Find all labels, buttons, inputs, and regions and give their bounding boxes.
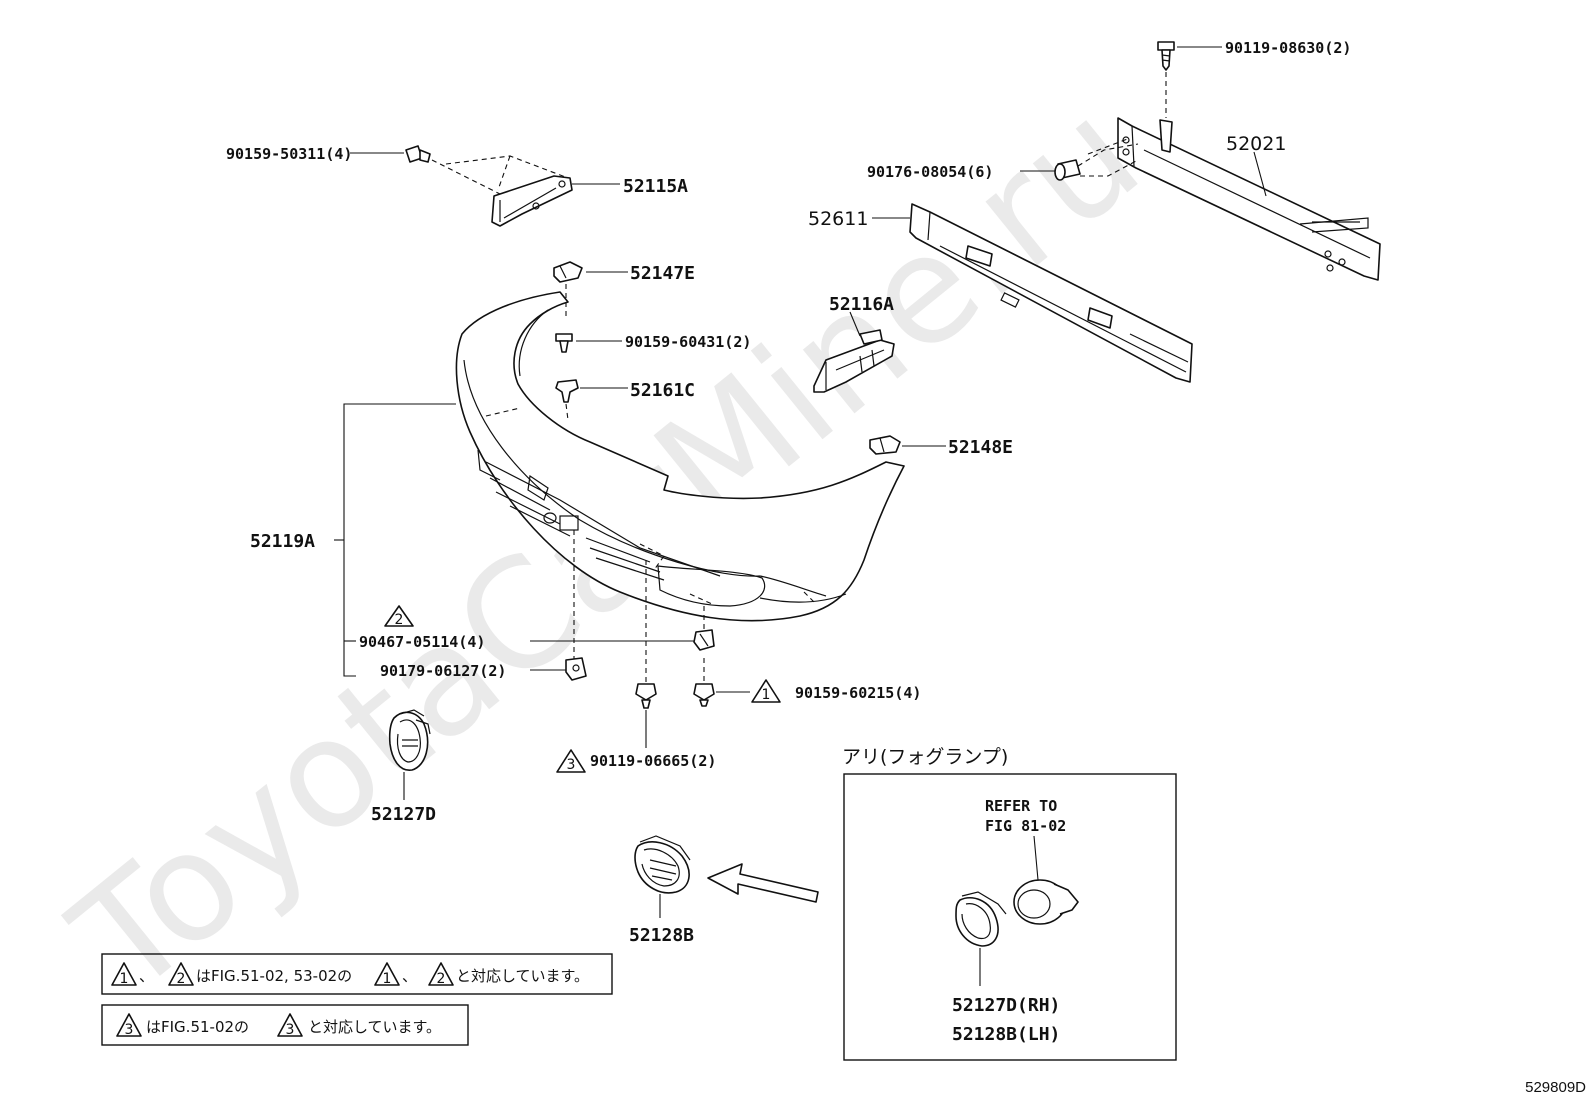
retainer-52115A[interactable] (491, 175, 573, 227)
nut-90467-05114[interactable] (693, 629, 715, 651)
label-52115A: 52115A (623, 176, 688, 197)
svg-text:1: 1 (762, 687, 771, 703)
svg-text:3: 3 (286, 1022, 295, 1038)
note-box-2 (101, 1004, 469, 1046)
fog-cover-52128B[interactable] (634, 835, 691, 894)
fog-lamp[interactable] (1013, 879, 1079, 925)
label-52128B: 52128B (629, 925, 694, 946)
svg-text:1: 1 (383, 971, 392, 987)
svg-text:はFIG.51-02, 53-02の: はFIG.51-02, 53-02の (196, 967, 352, 985)
retainer-52116A[interactable] (813, 329, 895, 393)
clip-52148E[interactable] (869, 435, 901, 455)
label-52116A: 52116A (829, 294, 894, 315)
screw-90119-06665[interactable] (635, 683, 657, 709)
label-52021: 52021 (1226, 133, 1286, 155)
clip-90159-50311[interactable] (405, 145, 431, 163)
label-90159-50311: 90159-50311(4) (226, 145, 352, 163)
note-box-1 (101, 953, 613, 995)
note-1: 1 、 2 はFIG.51-02, 53-02の 1 、 2 と対応しています。 (111, 962, 589, 987)
label-90159-60215: 90159-60215(4) (795, 684, 921, 702)
label-52611: 52611 (808, 208, 868, 230)
fog-option-title: アリ(フォグランプ) (842, 746, 1008, 768)
svg-text:3: 3 (125, 1022, 134, 1038)
label-90179-06127: 90179-06127(2) (380, 662, 506, 680)
fog-option-box (843, 773, 1177, 1061)
label-fog-lh: 52128B(LH) (952, 1024, 1060, 1045)
nut-90179-06127[interactable] (565, 657, 587, 681)
svg-text:2: 2 (395, 612, 404, 628)
clip-52147E[interactable] (553, 261, 583, 283)
screw-90159-60215[interactable] (693, 683, 715, 707)
label-90159-60431: 90159-60431(2) (625, 333, 751, 351)
label-90119-08630: 90119-08630(2) (1225, 39, 1351, 57)
arrow-icon (707, 863, 819, 903)
bumper-cover-52119A[interactable] (455, 291, 905, 622)
label-52148E: 52148E (948, 437, 1013, 458)
svg-text:1: 1 (120, 971, 129, 987)
svg-text:と対応しています。: と対応しています。 (308, 1018, 441, 1036)
svg-text:2: 2 (437, 971, 446, 987)
label-52127D: 52127D (371, 804, 436, 825)
label-52147E: 52147E (630, 263, 695, 284)
svg-text:、: 、 (139, 967, 154, 985)
callout-2: 2 (384, 605, 414, 628)
label-90176-08054: 90176-08054(6) (867, 163, 993, 181)
svg-text:はFIG.51-02の: はFIG.51-02の (146, 1018, 249, 1036)
bolt-90176-08054[interactable] (1054, 159, 1081, 181)
figure-code: 529809D (1525, 1079, 1586, 1096)
callout-3: 3 (556, 749, 586, 773)
callout-1: 1 (751, 679, 781, 703)
fig-ref-text: FIG 81-02 (985, 817, 1066, 835)
fog-cover-52127D[interactable] (388, 709, 431, 771)
screw-90159-60431[interactable] (555, 333, 573, 353)
absorber-52611[interactable] (909, 203, 1193, 383)
svg-text:2: 2 (177, 971, 186, 987)
clip-52161C[interactable] (555, 379, 579, 403)
fog-cover-in-box[interactable] (955, 891, 1007, 947)
note-2: 3 はFIG.51-02の 3 と対応しています。 (116, 1013, 441, 1038)
label-52161C: 52161C (630, 380, 695, 401)
label-fog-rh: 52127D(RH) (952, 995, 1060, 1016)
reinforcement-52021[interactable] (1117, 117, 1381, 281)
svg-text:と対応しています。: と対応しています。 (456, 967, 589, 985)
svg-text:3: 3 (567, 757, 576, 773)
label-90467-05114: 90467-05114(4) (359, 633, 485, 651)
label-90119-06665: 90119-06665(2) (590, 752, 716, 770)
svg-text:、: 、 (402, 967, 417, 985)
refer-to-text: REFER TO (985, 797, 1057, 815)
label-52119A: 52119A (250, 531, 315, 552)
bolt-90119-08630[interactable] (1157, 41, 1175, 71)
